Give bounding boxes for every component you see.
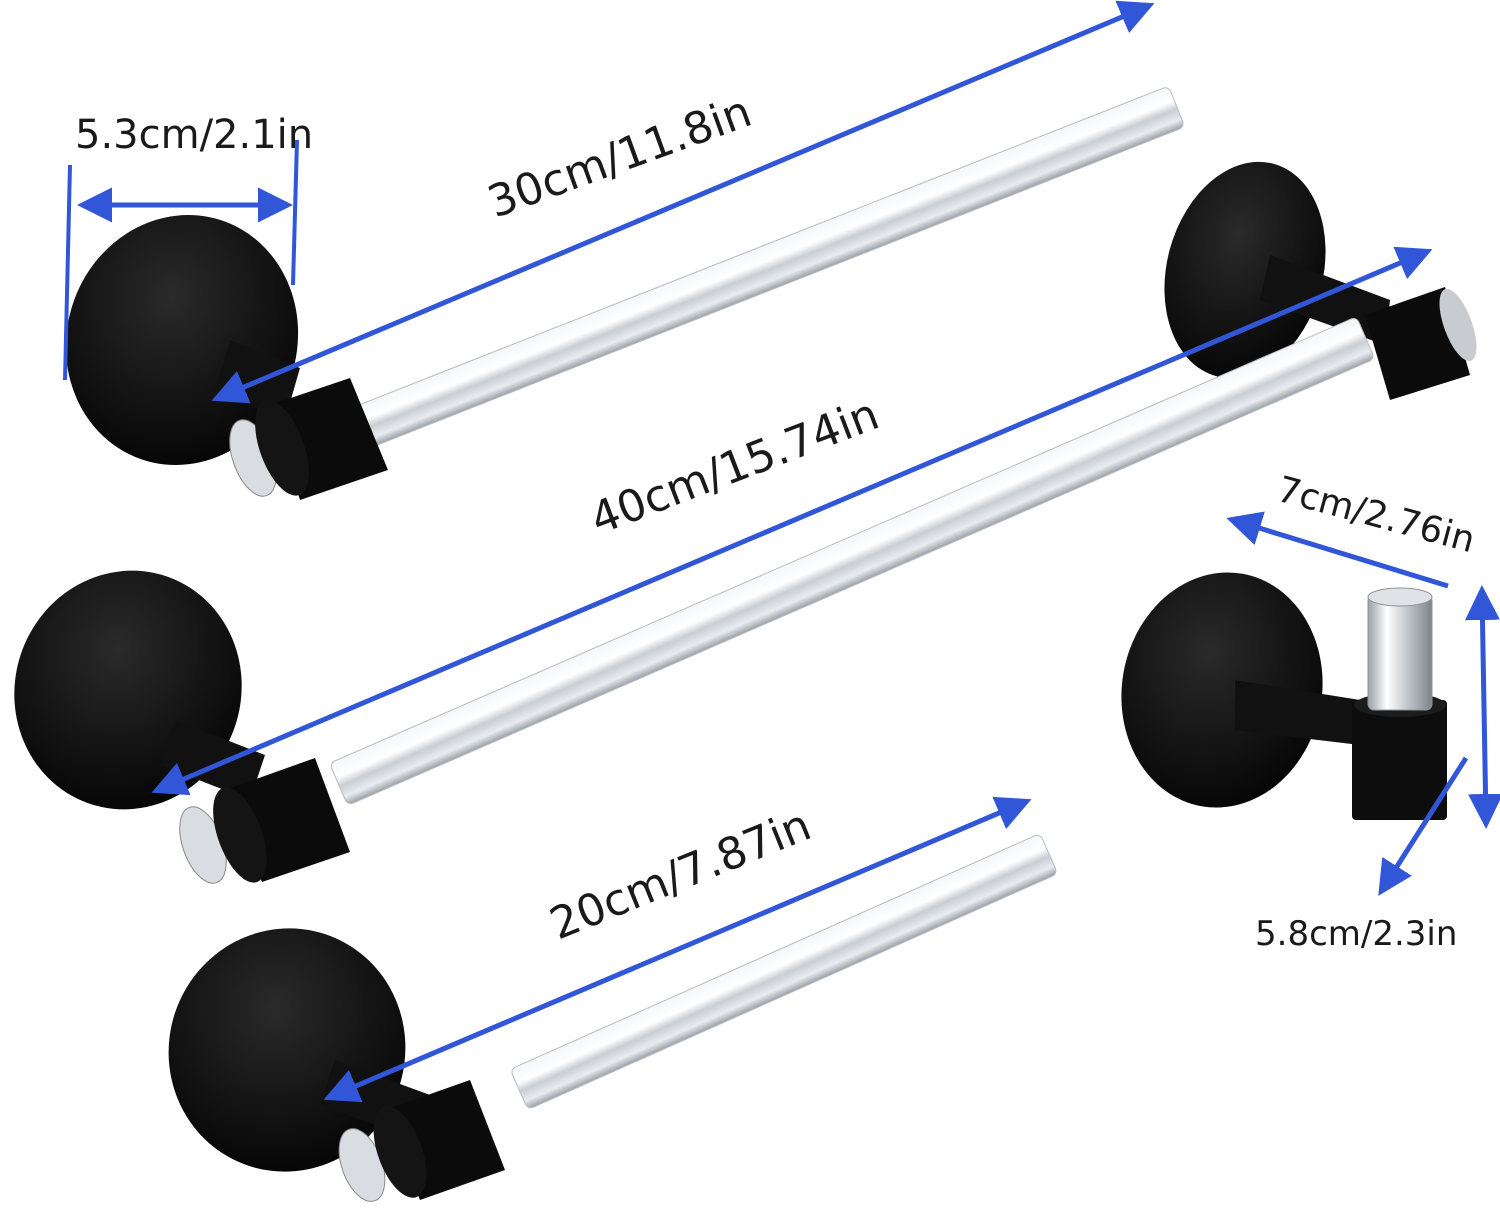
dimension-lines (63, 0, 1500, 1103)
arrow-hook-projection (1226, 511, 1449, 589)
label-hook-projection: 7cm/2.76in (1273, 469, 1480, 561)
label-bar-20: 20cm/7.87in (543, 800, 818, 951)
label-bar-30: 30cm/11.8in (481, 86, 758, 228)
label-mount-diameter: 5.3cm/2.1in (75, 112, 313, 158)
robe-hook (1121, 572, 1447, 820)
arrow-bar-30 (211, 0, 1155, 404)
acrylic-rod (351, 87, 1184, 449)
extension-line (291, 139, 299, 286)
label-hook-depth: 5.8cm/2.3in (1255, 914, 1457, 954)
arrow-bar-40 (151, 246, 1433, 796)
label-bar-40: 40cm/15.74in (584, 389, 886, 546)
arrow-bar-20 (323, 796, 1032, 1103)
arrow-hook-depth (1378, 756, 1469, 896)
end-cap (338, 1080, 505, 1202)
arrow-hook-height (1464, 585, 1500, 829)
acrylic-rod-short (511, 834, 1057, 1109)
extension-line (63, 164, 72, 381)
